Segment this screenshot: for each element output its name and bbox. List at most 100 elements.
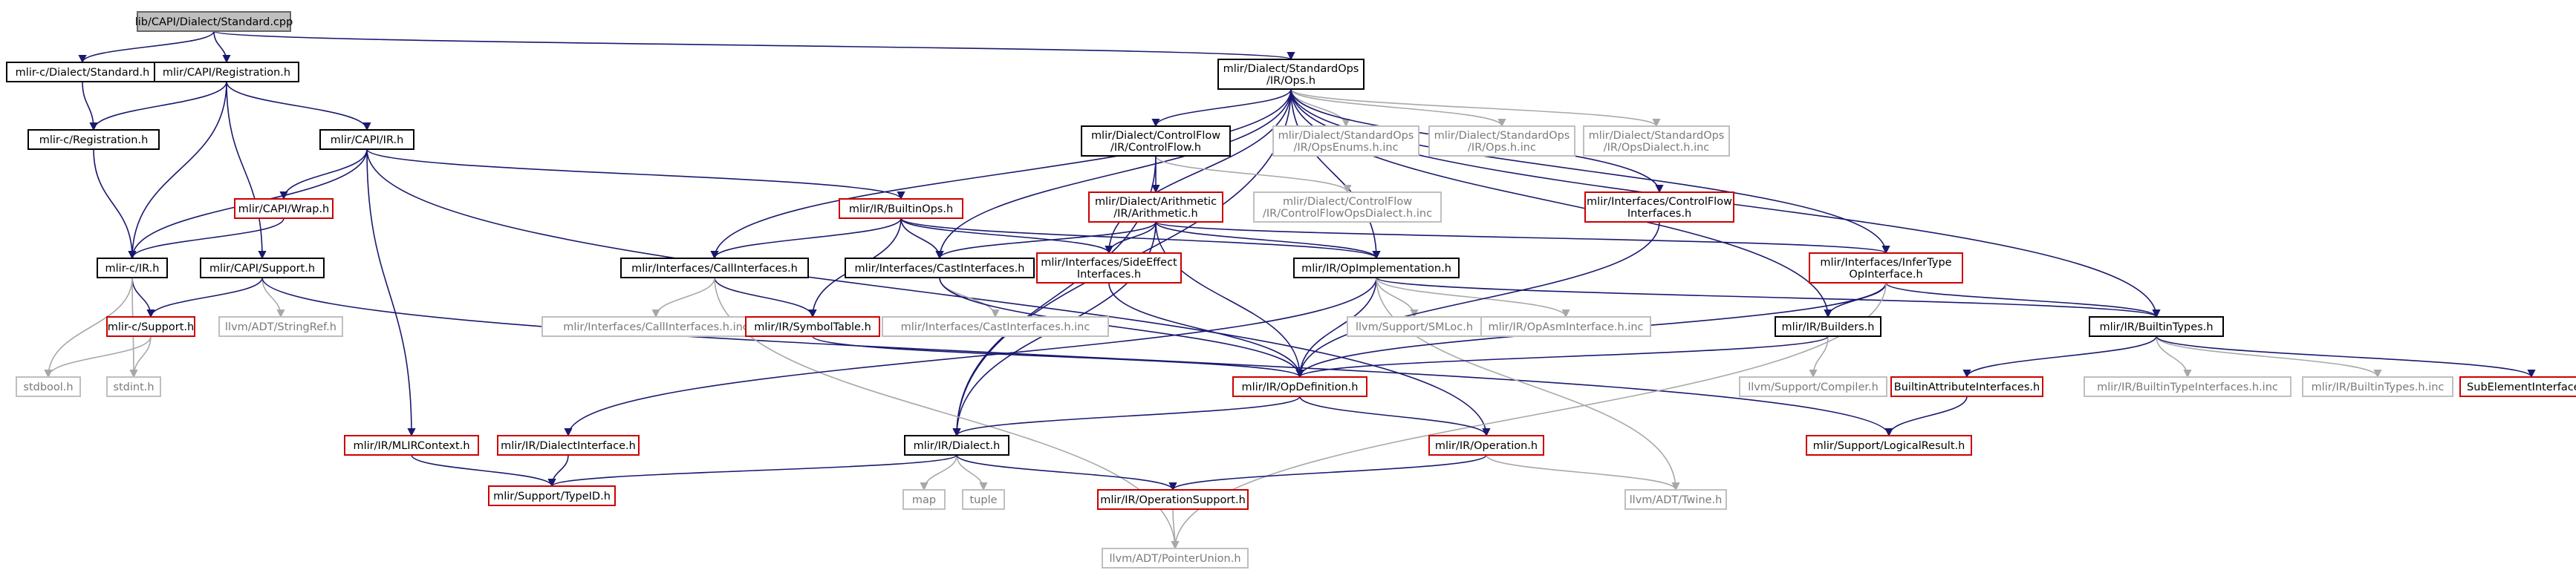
node-label: mlir/Dialect/ControlFlow: [1283, 196, 1412, 208]
node-mlir-capi-wrap[interactable]: mlir/CAPI/Wrap.h: [234, 198, 334, 219]
node-builders[interactable]: mlir/IR/Builders.h: [1775, 316, 1881, 337]
node-opdefinition[interactable]: mlir/IR/OpDefinition.h: [1232, 376, 1367, 397]
node-mlirc-ir[interactable]: mlir-c/IR.h: [97, 258, 168, 278]
node-label: mlir/Interfaces/CallInterfaces.h.inc: [563, 321, 749, 333]
edge-std_ops-to-sideeffect: [1105, 88, 1292, 255]
node-box: [845, 258, 1035, 278]
node-opsenums-inc: mlir/Dialect/StandardOps/IR/OpsEnums.h.i…: [1272, 125, 1419, 157]
node-label: /IR/ControlFlowOpsDialect.h.inc: [1263, 208, 1432, 220]
node-label: mlir/CAPI/Wrap.h: [238, 203, 330, 215]
node-dialectinterface[interactable]: mlir/IR/DialectInterface.h: [497, 435, 640, 456]
edge-path: [956, 454, 1177, 491]
node-label: mlir/Dialect/StandardOps: [1589, 130, 1725, 142]
node-arithmetic[interactable]: mlir/Dialect/Arithmetic/IR/Arithmetic.h: [1088, 191, 1223, 223]
node-mlir-capi-ir[interactable]: mlir/CAPI/IR.h: [319, 129, 414, 150]
node-label: mlir/IR/BuiltinOps.h: [849, 203, 953, 215]
node-box: [962, 489, 1005, 510]
edge-path: [2156, 335, 2536, 379]
node-mlir-ir-mlircontext[interactable]: mlir/IR/MLIRContext.h: [344, 435, 479, 456]
node-label: tuple: [969, 494, 997, 506]
node-label: llvm/Support/SMLoc.h: [1356, 321, 1473, 333]
edge-mlir_capi_registration-to-mlirc_ir: [128, 81, 227, 260]
edge-path: [411, 454, 556, 488]
node-callinterfaces[interactable]: mlir/Interfaces/CallInterfaces.h: [620, 258, 809, 278]
edge-path: [952, 396, 1301, 437]
node-operationsupport[interactable]: mlir/IR/OperationSupport.h: [1097, 489, 1249, 510]
node-builtinops[interactable]: mlir/IR/BuiltinOps.h: [839, 198, 963, 219]
node-label: mlir/CAPI/Registration.h: [163, 67, 290, 79]
node-controlflow[interactable]: mlir/Dialect/ControlFlow/IR/ControlFlow.…: [1081, 125, 1231, 157]
edge-builtinattrinterfaces-to-logicalresult: [1884, 396, 1968, 437]
edge-mlirc_ir-to-mlirc_support: [131, 277, 155, 318]
node-label: mlir/IR/OperationSupport.h: [1100, 494, 1246, 506]
node-mlirc-registration[interactable]: mlir-c/Registration.h: [27, 129, 160, 150]
node-label: BuiltinAttributeInterfaces.h: [1894, 381, 2040, 393]
node-box: [106, 376, 161, 397]
node-label: mlir/Interfaces/CastInterfaces.h: [855, 263, 1025, 275]
edge-path: [1168, 454, 1487, 491]
edge-path: [714, 277, 817, 318]
node-subelementinterfaces[interactable]: SubElementInterfaces.h: [2459, 376, 2576, 397]
edge-std_ops-to-opsdialect_inc: [1290, 88, 1661, 128]
node-dialect[interactable]: mlir/IR/Dialect.h: [904, 435, 1009, 456]
edge-path: [366, 148, 905, 200]
node-label: mlir/Interfaces/ControlFlow: [1587, 196, 1732, 208]
node-std-ops[interactable]: mlir/Dialect/StandardOps/IR/Ops.h: [1217, 59, 1365, 90]
node-label: mlir/Interfaces/CallInterfaces.h: [631, 263, 798, 275]
node-mlir-capi-registration[interactable]: mlir/CAPI/Registration.h: [154, 62, 299, 82]
edge-path: [279, 148, 368, 200]
node-operation[interactable]: mlir/IR/Operation.h: [1428, 435, 1544, 456]
node-box: [1624, 489, 1727, 510]
node-label: mlir/IR/BuiltinTypes.h.inc: [2312, 381, 2445, 393]
node-label: /IR/Ops.h: [1266, 75, 1315, 87]
node-builtintypes[interactable]: mlir/IR/BuiltinTypes.h: [2089, 316, 2224, 337]
node-mlir-support-typeid[interactable]: mlir/Support/TypeID.h: [488, 485, 616, 506]
node-label: /IR/OpsDialect.h.inc: [1604, 142, 1710, 154]
edge-path: [1376, 277, 1570, 318]
node-label: mlir/Dialect/StandardOps: [1223, 63, 1359, 75]
edge-path: [1155, 221, 1304, 379]
node-castinterfaces-inc: mlir/Interfaces/CastInterfaces.h.inc: [882, 316, 1109, 337]
node-box: [488, 485, 616, 506]
edge-path: [1486, 454, 1680, 491]
node-mlirc-support[interactable]: mlir-c/Support.h: [106, 316, 195, 337]
node-label: Interfaces.h: [1627, 208, 1691, 220]
edge-path: [1290, 88, 1661, 128]
node-opasminterface-inc: mlir/IR/OpAsmInterface.h.inc: [1480, 316, 1651, 337]
node-label: mlir/Dialect/StandardOps: [1278, 130, 1414, 142]
nodes-layer: lib/CAPI/Dialect/Standard.cppmlir-c/Dial…: [6, 11, 2576, 569]
node-mlirc-dialect-standard[interactable]: mlir-c/Dialect/Standard.h: [6, 62, 159, 82]
node-builtinattrinterfaces[interactable]: BuiltinAttributeInterfaces.h: [1890, 376, 2043, 397]
node-label: mlir/IR/OpImplementation.h: [1301, 263, 1451, 275]
edge-path: [1295, 277, 1377, 379]
edge-path: [2156, 335, 2382, 379]
node-logicalresult[interactable]: mlir/Support/LogicalResult.h: [1806, 435, 1972, 456]
edge-path: [1295, 335, 1829, 379]
edge-mlir_capi_registration-to-mlir_capi_ir: [226, 81, 371, 131]
edge-path: [1290, 88, 1506, 128]
edge-mlirc_registration-to-mlirc_ir: [93, 148, 137, 260]
node-box: [882, 316, 1109, 337]
node-label: /IR/ControlFlow.h: [1110, 142, 1201, 154]
node-box: [839, 198, 963, 219]
node-box: [218, 316, 343, 337]
node-symboltable[interactable]: mlir/IR/SymbolTable.h: [745, 316, 880, 337]
node-castinterfaces[interactable]: mlir/Interfaces/CastInterfaces.h: [845, 258, 1035, 278]
node-opimplementation[interactable]: mlir/IR/OpImplementation.h: [1293, 258, 1460, 278]
edge-opimplementation-to-opasminterface_inc: [1376, 277, 1570, 318]
edge-path: [1105, 88, 1292, 255]
edge-path: [900, 217, 1381, 260]
node-box: [2089, 316, 2224, 337]
node-mlir-capi-support[interactable]: mlir/CAPI/Support.h: [200, 258, 325, 278]
node-label: mlir-c/Support.h: [108, 321, 194, 333]
edge-builtinops-to-castinterfaces: [900, 217, 944, 260]
node-box: [1428, 125, 1575, 157]
edge-mlir_capi_ir-to-mlir_ir_mlircontext: [366, 148, 416, 437]
node-label: /IR/Arithmetic.h: [1113, 208, 1197, 220]
edge-operation-to-twine: [1486, 454, 1680, 491]
node-pointerunion: llvm/ADT/PointerUnion.h: [1102, 548, 1249, 569]
edge-path: [1290, 88, 1381, 260]
